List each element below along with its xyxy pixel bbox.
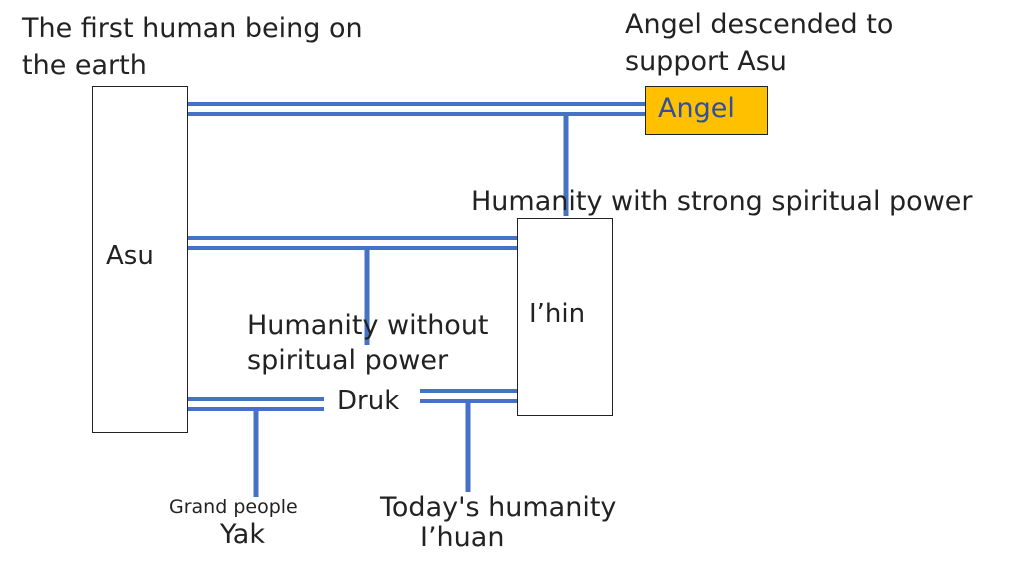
asu-box: Asu <box>92 86 188 433</box>
without-spiritual-caption-line2: spiritual power <box>247 345 449 376</box>
first-human-caption-line1: The first human being on <box>22 13 363 44</box>
ihin-label: I’hin <box>529 299 586 329</box>
first-human-caption-line2: the earth <box>22 50 147 81</box>
todays-humanity-caption: Today's humanity <box>380 492 617 523</box>
angel-label: Angel <box>658 93 735 124</box>
asu-label: Asu <box>106 241 154 271</box>
druk-label: Druk <box>337 386 400 416</box>
without-spiritual-caption-line1: Humanity without <box>247 310 489 341</box>
grand-people-caption: Grand people <box>169 496 298 518</box>
ihin-box: I’hin <box>517 218 613 416</box>
angel-caption-line2: support Asu <box>625 46 787 77</box>
yak-caption: Yak <box>220 519 265 550</box>
angel-box: Angel <box>645 86 768 135</box>
angel-caption-line1: Angel descended to <box>625 9 894 40</box>
ihuan-caption: I’huan <box>420 522 505 553</box>
strong-spiritual-caption: Humanity with strong spiritual power <box>471 186 973 217</box>
